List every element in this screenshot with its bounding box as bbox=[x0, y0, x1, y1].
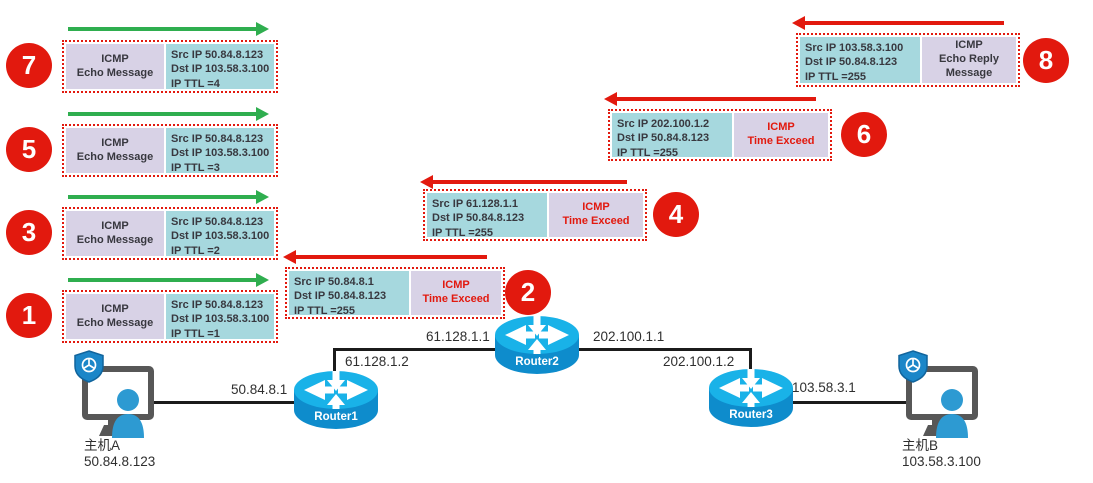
packet-box-1: ICMP Echo Message Src IP 50.84.8.123 Dst… bbox=[62, 290, 278, 343]
router-icon bbox=[709, 369, 793, 427]
link-label-202-100-1-2: 202.100.1.2 bbox=[663, 354, 735, 369]
arrow-left-icon bbox=[283, 250, 487, 263]
dst-ip-text: Dst IP 103.58.3.100 bbox=[171, 313, 270, 326]
icmp-type-cell: ICMP Time Exceed bbox=[549, 193, 643, 237]
arrow-left-icon bbox=[792, 16, 1004, 29]
dst-ip-text: Dst IP 103.58.3.100 bbox=[171, 147, 270, 160]
step-circle-6: 6 bbox=[841, 112, 887, 157]
link-router1-router2 bbox=[333, 348, 537, 351]
packet-box-8: Src IP 103.58.3.100 Dst IP 50.84.8.123 I… bbox=[796, 33, 1020, 87]
dst-ip-text: Dst IP 50.84.8.123 bbox=[805, 56, 898, 69]
ttl-text: IP TTL =255 bbox=[294, 304, 356, 317]
step-circle-5: 5 bbox=[6, 127, 52, 172]
src-ip-text: Src IP 103.58.3.100 bbox=[805, 42, 904, 54]
link-hosta-router1 bbox=[148, 401, 322, 404]
src-ip-text: Src IP 50.84.8.1 bbox=[294, 276, 374, 288]
src-ip-text: Src IP 50.84.8.123 bbox=[171, 216, 264, 228]
router-label: Router1 bbox=[314, 411, 358, 423]
ttl-text: IP TTL =255 bbox=[805, 70, 867, 83]
dst-ip-text: Dst IP 103.58.3.100 bbox=[171, 230, 270, 243]
link-router2-router3 bbox=[537, 348, 752, 351]
host-b-ip: 103.58.3.100 bbox=[902, 454, 981, 469]
dst-ip-text: Dst IP 50.84.8.123 bbox=[432, 212, 525, 225]
host-a bbox=[72, 350, 162, 442]
packet-box-6: Src IP 202.100.1.2 Dst IP 50.84.8.123 IP… bbox=[608, 109, 832, 161]
host-b-name: 主机B bbox=[902, 438, 939, 453]
arrow-right-icon bbox=[68, 190, 269, 203]
icmp-type-cell: ICMP Time Exceed bbox=[411, 271, 501, 315]
step-circle-1: 1 bbox=[6, 293, 52, 338]
link-router1-vertical bbox=[333, 348, 336, 386]
icmp-type-cell: ICMP Echo Message bbox=[66, 44, 164, 89]
router-label: Router2 bbox=[515, 356, 559, 368]
step-circle-2: 2 bbox=[505, 270, 551, 315]
icmp-type-cell: ICMP Time Exceed bbox=[734, 113, 828, 157]
ip-header-cell: Src IP 61.128.1.1 Dst IP 50.84.8.123 IP … bbox=[427, 193, 547, 239]
router-icon bbox=[495, 316, 579, 374]
router-icon bbox=[294, 371, 378, 429]
ttl-text: IP TTL =255 bbox=[617, 146, 679, 159]
src-ip-text: Src IP 50.84.8.123 bbox=[171, 49, 264, 61]
ttl-text: IP TTL =3 bbox=[171, 161, 220, 174]
icmp-type-cell: ICMP Echo Reply Message bbox=[922, 37, 1016, 83]
ip-header-cell: Src IP 50.84.8.123 Dst IP 103.58.3.100 I… bbox=[166, 211, 274, 257]
host-icon bbox=[74, 350, 154, 438]
packet-box-5: ICMP Echo Message Src IP 50.84.8.123 Dst… bbox=[62, 124, 278, 177]
ip-header-cell: Src IP 202.100.1.2 Dst IP 50.84.8.123 IP… bbox=[612, 113, 732, 159]
step-circle-4: 4 bbox=[653, 192, 699, 237]
ip-header-cell: Src IP 50.84.8.123 Dst IP 103.58.3.100 I… bbox=[166, 44, 274, 90]
shield-icon bbox=[74, 350, 104, 383]
step-circle-7: 7 bbox=[6, 43, 52, 88]
ttl-text: IP TTL =1 bbox=[171, 327, 220, 340]
ip-header-cell: Src IP 50.84.8.1 Dst IP 50.84.8.123 IP T… bbox=[289, 271, 409, 317]
src-ip-text: Src IP 61.128.1.1 bbox=[432, 198, 519, 210]
arrow-right-icon bbox=[68, 22, 269, 35]
link-router3-hostb bbox=[770, 401, 910, 404]
link-label-103-58-3-1: 103.58.3.1 bbox=[792, 380, 856, 395]
link-label-61-128-1-2: 61.128.1.2 bbox=[345, 354, 409, 369]
link-router3-vertical bbox=[749, 348, 752, 388]
host-b bbox=[896, 350, 986, 442]
arrow-right-icon bbox=[68, 107, 269, 120]
ip-header-cell: Src IP 50.84.8.123 Dst IP 103.58.3.100 I… bbox=[166, 294, 274, 340]
arrow-left-icon bbox=[420, 175, 627, 188]
icmp-type-cell: ICMP Echo Message bbox=[66, 128, 164, 173]
host-a-ip: 50.84.8.123 bbox=[84, 454, 156, 469]
ip-header-cell: Src IP 103.58.3.100 Dst IP 50.84.8.123 I… bbox=[800, 37, 920, 83]
packet-box-2: Src IP 50.84.8.1 Dst IP 50.84.8.123 IP T… bbox=[285, 267, 505, 319]
packet-box-7: ICMP Echo Message Src IP 50.84.8.123 Dst… bbox=[62, 40, 278, 93]
ttl-text: IP TTL =255 bbox=[432, 226, 494, 239]
src-ip-text: Src IP 50.84.8.123 bbox=[171, 299, 264, 311]
ttl-text: IP TTL =4 bbox=[171, 77, 220, 90]
dst-ip-text: Dst IP 50.84.8.123 bbox=[617, 132, 710, 145]
dst-ip-text: Dst IP 50.84.8.123 bbox=[294, 290, 387, 303]
packet-box-3: ICMP Echo Message Src IP 50.84.8.123 Dst… bbox=[62, 207, 278, 260]
router-2: Router2 bbox=[493, 314, 581, 378]
step-circle-3: 3 bbox=[6, 210, 52, 255]
router-label: Router3 bbox=[729, 409, 773, 421]
host-icon bbox=[898, 350, 978, 438]
icmp-type-cell: ICMP Echo Message bbox=[66, 211, 164, 256]
src-ip-text: Src IP 202.100.1.2 bbox=[617, 118, 710, 130]
ip-header-cell: Src IP 50.84.8.123 Dst IP 103.58.3.100 I… bbox=[166, 128, 274, 174]
dst-ip-text: Dst IP 103.58.3.100 bbox=[171, 63, 270, 76]
link-label-61-128-1-1: 61.128.1.1 bbox=[426, 329, 490, 344]
arrow-right-icon bbox=[68, 273, 269, 286]
packet-box-4: Src IP 61.128.1.1 Dst IP 50.84.8.123 IP … bbox=[423, 189, 647, 241]
router-1: Router1 bbox=[292, 369, 380, 433]
src-ip-text: Src IP 50.84.8.123 bbox=[171, 133, 264, 145]
icmp-type-cell: ICMP Echo Message bbox=[66, 294, 164, 339]
step-circle-8: 8 bbox=[1023, 38, 1069, 83]
arrow-left-icon bbox=[604, 92, 816, 105]
shield-icon bbox=[898, 350, 928, 383]
router-3: Router3 bbox=[707, 367, 795, 431]
ttl-text: IP TTL =2 bbox=[171, 244, 220, 257]
link-label-202-100-1-1: 202.100.1.1 bbox=[593, 329, 665, 344]
link-label-50-84-8-1: 50.84.8.1 bbox=[231, 382, 288, 397]
host-a-name: 主机A bbox=[84, 438, 121, 453]
